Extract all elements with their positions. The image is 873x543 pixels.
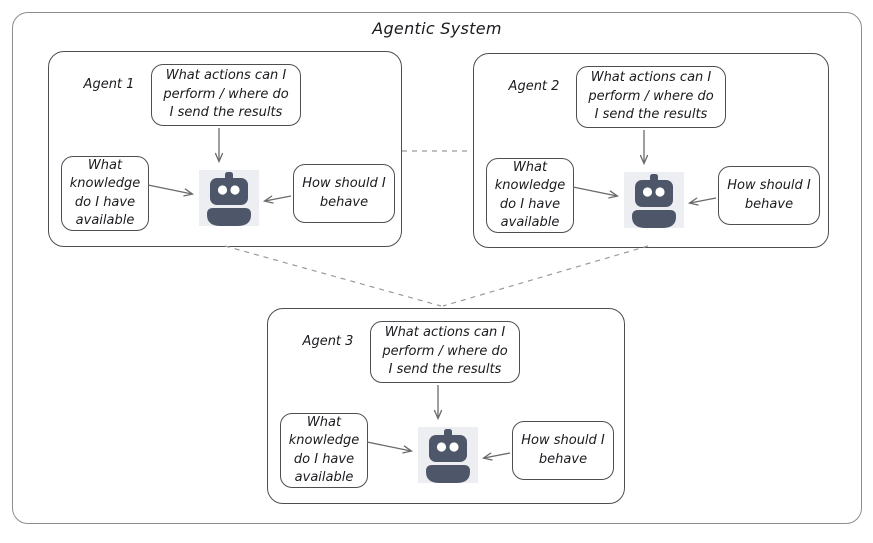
agent-2-box: Agent 2 What actions can I perform / whe… xyxy=(473,53,829,248)
agent-3-knowledge-bubble: What knowledge do I have available xyxy=(280,413,368,488)
agent-1-box: Agent 1 What actions can I perform / whe… xyxy=(48,51,402,247)
agent-2-actions-bubble: What actions can I perform / where do I … xyxy=(576,66,726,128)
agent-2-label: Agent 2 xyxy=(508,79,560,94)
agent-1-actions-bubble: What actions can I perform / where do I … xyxy=(151,64,301,126)
diagram-title: Agentic System xyxy=(372,19,502,38)
agent-3-label: Agent 3 xyxy=(302,334,354,349)
agent-3-box: Agent 3 What actions can I perform / whe… xyxy=(267,308,625,504)
agent-1-knowledge-bubble: What knowledge do I have available xyxy=(61,156,149,231)
agent-2-knowledge-bubble: What knowledge do I have available xyxy=(486,158,574,233)
agent-1-label: Agent 1 xyxy=(83,77,135,92)
agent-3-actions-bubble: What actions can I perform / where do I … xyxy=(370,321,520,383)
agent-2-behavior-bubble: How should I behave xyxy=(718,166,820,225)
agentic-system-container: Agentic System xyxy=(12,12,862,524)
agent-1-robot-icon xyxy=(199,170,259,226)
agent-2-robot-icon xyxy=(624,172,684,228)
agent-3-behavior-bubble: How should I behave xyxy=(512,421,614,480)
agent-1-behavior-bubble: How should I behave xyxy=(293,164,395,223)
agent-3-robot-icon xyxy=(418,427,478,483)
